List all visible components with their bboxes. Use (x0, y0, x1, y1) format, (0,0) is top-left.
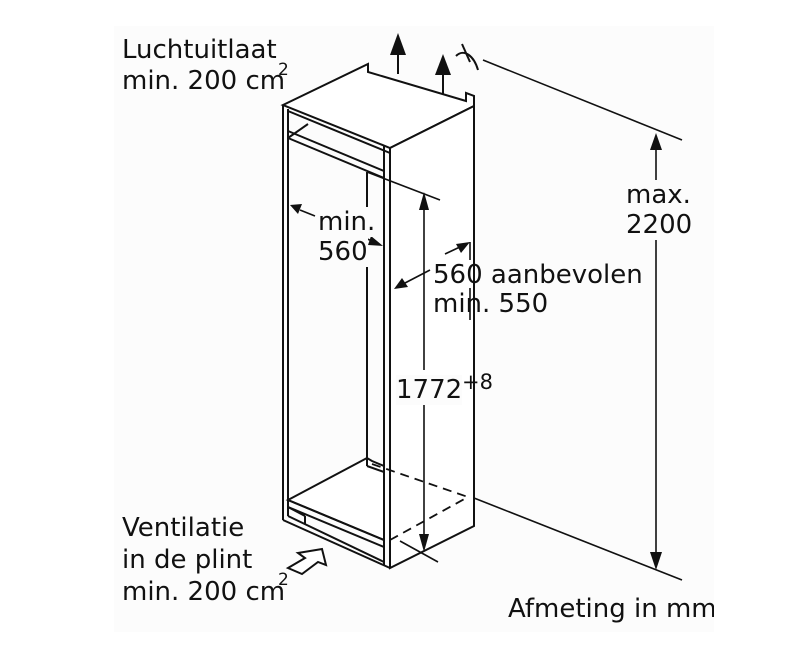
height-dimension (399, 192, 439, 563)
ventilation-line2: in de plint (122, 545, 253, 575)
unit-note: Afmeting in mm (508, 594, 717, 624)
width-min-line1: min. (318, 207, 376, 237)
crop-mask (714, 590, 795, 630)
height-value: 1772 (396, 375, 463, 405)
ventilation-sup: 2 (278, 570, 289, 590)
break-symbol-icon (455, 43, 479, 71)
depth-dimension (394, 242, 471, 320)
airflow-in-arrow-icon (285, 547, 328, 576)
air-outlet-min: min. 200 cm (122, 66, 286, 96)
width-min-line2: 560 (318, 237, 368, 267)
depth-line1: 560 aanbevolen (433, 260, 643, 290)
ventilation-line1: Ventilatie (122, 513, 245, 543)
width-dimension (290, 171, 441, 246)
cabinet-outline (280, 62, 475, 570)
airflow-up-arrow-icon (435, 54, 451, 94)
airflow-up-arrow-icon (390, 33, 406, 74)
height-tolerance: +8 (462, 370, 493, 394)
air-outlet-title: Luchtuitlaat (122, 35, 277, 65)
depth-line2: min. 550 (433, 289, 549, 319)
max-height-line2: 2200 (626, 210, 693, 240)
air-outlet-sup: 2 (278, 60, 289, 80)
max-height-line1: max. (626, 180, 691, 210)
max-height-dimension (473, 59, 683, 581)
ventilation-min: min. 200 cm (122, 577, 286, 607)
